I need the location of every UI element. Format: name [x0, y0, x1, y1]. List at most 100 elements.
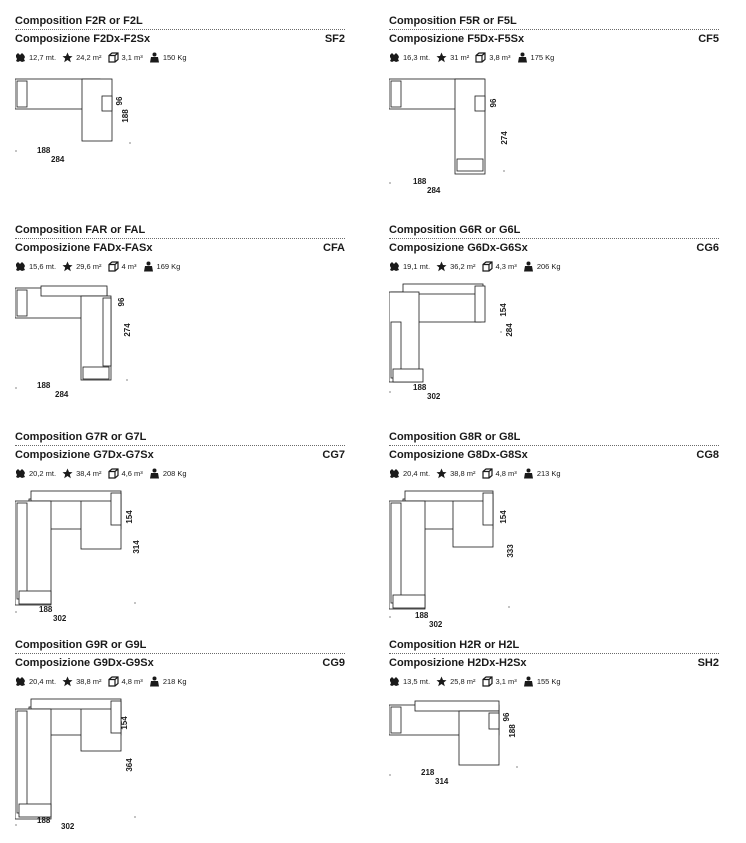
length-icon: [16, 52, 25, 62]
width-dimension: 188: [39, 605, 53, 614]
area-value: 29,6 m²: [76, 261, 102, 271]
total-width-dimension: 302: [427, 392, 441, 401]
composition-code: CG9: [322, 657, 345, 669]
composition-title-en: Composition FAR or FAL: [15, 224, 146, 236]
volume-icon: [481, 467, 493, 479]
volume-value: 3,1 m³: [121, 52, 143, 62]
composition-title-en: Composition H2R or H2L: [389, 639, 520, 651]
dotted-divider: [389, 238, 719, 239]
depth-dimension: 96: [489, 98, 498, 107]
area-icon: [62, 468, 73, 478]
area-icon: [436, 676, 447, 686]
layout-drawing: 154 314 188 302: [15, 490, 141, 623]
length-value: 19,1 mt.: [403, 261, 431, 271]
composition-code: CG6: [696, 242, 719, 254]
total-width-dimension: 302: [61, 822, 75, 831]
total-width-dimension: 314: [435, 777, 449, 786]
volume-icon: [481, 675, 493, 687]
composition-card-g7: Composition G7R or G7L Composizione G7Dx…: [15, 431, 345, 631]
depth-dimension: 154: [120, 716, 129, 730]
composition-title-it: Composizione F5Dx-F5Sx: [389, 33, 525, 45]
length-value: 20,4 mt.: [29, 676, 57, 686]
area-icon: [62, 676, 73, 686]
specs-row: 20,4 mt. 38,8 m² 4,8 m³ 213 Kg: [389, 467, 567, 479]
composition-card-h2: Composition H2R or H2L Composizione H2Dx…: [389, 639, 719, 839]
area-value: 36,2 m²: [450, 261, 476, 271]
layout-drawing: 96 274 188 284: [15, 285, 132, 399]
specs-row: 20,4 mt. 38,8 m² 4,8 m³ 218 Kg: [15, 675, 193, 687]
weight-icon: [517, 52, 527, 62]
composition-card-g6: Composition G6R or G6L Composizione G6Dx…: [389, 224, 719, 424]
composition-code: SF2: [324, 33, 345, 45]
composition-title-it: Composizione H2Dx-H2Sx: [389, 657, 527, 669]
composition-title-en: Composition F5R or F5L: [389, 15, 517, 27]
composition-title-it: Composizione G8Dx-G8Sx: [389, 449, 528, 461]
weight-value: 155 Kg: [536, 676, 561, 686]
weight-icon: [143, 261, 153, 271]
depth-dimension: 96: [117, 297, 126, 306]
weight-value: 175 Kg: [530, 52, 555, 62]
specs-row: 19,1 mt. 36,2 m² 4,3 m³ 206 Kg: [389, 260, 567, 272]
side-dimension: 188: [121, 109, 130, 123]
volume-icon: [475, 51, 486, 63]
composition-title-en: Composition G9R or G9L: [15, 639, 147, 651]
area-icon: [436, 261, 447, 271]
specs-row: 12,7 mt. 24,2 m² 3,1 m³ 150 Kg: [15, 51, 193, 63]
area-icon: [436, 52, 447, 62]
width-dimension: 188: [413, 177, 427, 186]
length-value: 20,4 mt.: [403, 468, 431, 478]
area-icon: [62, 52, 73, 62]
width-dimension: 188: [37, 381, 51, 390]
length-value: 13,5 mt.: [403, 676, 431, 686]
area-value: 24,2 m²: [76, 52, 102, 62]
composition-code: CFA: [323, 242, 345, 254]
composition-card-g8: Composition G8R or G8L Composizione G8Dx…: [389, 431, 719, 631]
composition-title-it: Composizione G7Dx-G7Sx: [15, 449, 154, 461]
length-icon: [390, 261, 399, 271]
weight-icon: [523, 468, 533, 478]
dotted-divider: [389, 29, 719, 30]
composition-title-it: Composizione F2Dx-F2Sx: [15, 33, 151, 45]
composition-card-f5: Composition F5R or F5L Composizione F5Dx…: [389, 15, 719, 215]
layout-drawing: 96 188 218 314: [389, 700, 518, 786]
volume-value: 4,8 m³: [495, 468, 517, 478]
area-icon: [62, 261, 73, 271]
specs-row: 13,5 mt. 25,8 m² 3,1 m³ 155 Kg: [389, 675, 567, 687]
total-width-dimension: 302: [429, 620, 443, 627]
dotted-divider: [389, 445, 719, 446]
length-icon: [390, 52, 399, 62]
side-dimension: 284: [505, 323, 514, 337]
weight-icon: [149, 52, 159, 62]
layout-drawing: 154 364 188 302: [15, 698, 136, 831]
depth-dimension: 96: [502, 712, 511, 721]
volume-icon: [107, 675, 119, 687]
specs-row: 16,3 mt. 31 m² 3,8 m³ 175 Kg: [389, 51, 560, 63]
composition-code: SH2: [697, 657, 719, 669]
weight-value: 206 Kg: [536, 261, 561, 271]
length-icon: [390, 676, 399, 686]
depth-dimension: 154: [125, 510, 134, 524]
volume-icon: [107, 467, 119, 479]
total-width-dimension: 284: [427, 186, 441, 195]
weight-value: 150 Kg: [162, 52, 187, 62]
composition-code: CG8: [696, 449, 719, 461]
volume-icon: [107, 51, 119, 63]
width-dimension: 188: [37, 816, 51, 825]
dotted-divider: [15, 29, 345, 30]
total-width-dimension: 302: [53, 614, 67, 623]
area-value: 25,8 m²: [450, 676, 476, 686]
layout-drawing: 154 284 188 302: [389, 283, 514, 401]
volume-value: 3,1 m³: [495, 676, 517, 686]
composition-title-en: Composition G8R or G8L: [389, 431, 521, 443]
side-dimension: 364: [125, 758, 134, 772]
layout-drawing: 96 188 188 284: [15, 78, 131, 164]
weight-value: 218 Kg: [162, 676, 187, 686]
weight-icon: [523, 676, 533, 686]
depth-dimension: 96: [115, 96, 124, 105]
depth-dimension: 154: [499, 510, 508, 524]
length-value: 15,6 mt.: [29, 261, 57, 271]
composition-title-en: Composition G7R or G7L: [15, 431, 147, 443]
volume-icon: [481, 260, 493, 272]
length-icon: [16, 261, 25, 271]
area-value: 31 m²: [450, 52, 470, 62]
